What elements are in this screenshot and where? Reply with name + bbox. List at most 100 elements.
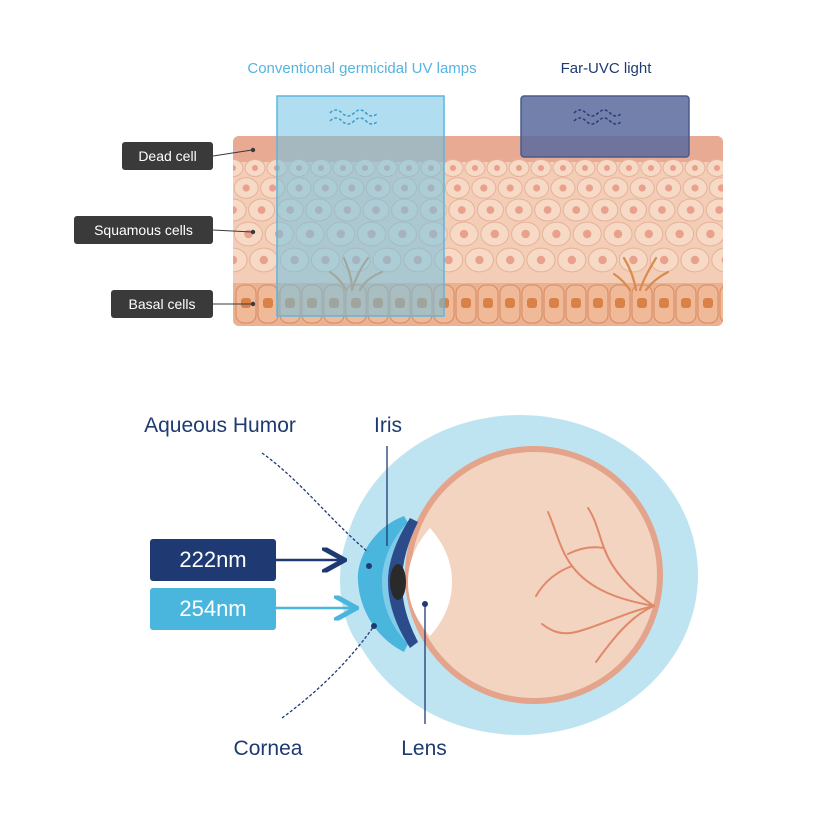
label-dead-cell: Dead cell <box>122 142 256 170</box>
badge-222nm-text: 222nm <box>179 547 246 572</box>
basal-cell <box>499 284 521 324</box>
squamous-cell <box>505 198 533 222</box>
squamous-cell <box>249 247 279 273</box>
squamous-cell <box>233 159 244 177</box>
far-uvc-title: Far-UVC light <box>561 60 653 77</box>
squamous-cell <box>682 177 708 199</box>
badge-254nm: 254nm <box>150 588 276 630</box>
squamous-cell <box>706 159 723 177</box>
basal-cell <box>609 284 631 324</box>
squamous-cell <box>603 221 633 247</box>
basal-cell <box>257 284 279 324</box>
squamous-cell <box>526 247 556 273</box>
basal-cell <box>521 284 543 324</box>
squamous-cell <box>550 177 576 199</box>
squamous-cell <box>588 247 618 273</box>
cornea-leader <box>281 625 375 719</box>
squamous-cell <box>656 177 682 199</box>
badge-254nm-text: 254nm <box>179 596 246 621</box>
squamous-cell <box>640 159 662 177</box>
squamous-cell <box>557 247 587 273</box>
squamous-cell <box>680 247 710 273</box>
squamous-cell <box>708 177 723 199</box>
conventional-uv-waves <box>329 109 379 125</box>
basal-cell <box>543 284 565 324</box>
squamous-cell <box>511 221 541 247</box>
squamous-cell <box>486 159 508 177</box>
lens-label: Lens <box>401 737 447 760</box>
squamous-cell <box>449 221 479 247</box>
squamous-cell <box>648 198 676 222</box>
far-uvc-waves <box>573 109 623 125</box>
label-squamous-cells-text: Squamous cells <box>94 222 193 238</box>
squamous-cell <box>464 247 494 273</box>
leader-lines <box>261 446 426 724</box>
lens-dot <box>422 601 428 607</box>
basal-cell <box>565 284 587 324</box>
squamous-cell <box>649 247 679 273</box>
label-dead-cell-text: Dead cell <box>138 148 196 164</box>
cornea-label: Cornea <box>234 737 303 760</box>
eyeball <box>405 446 663 704</box>
squamous-cell <box>480 221 510 247</box>
squamous-cell <box>603 177 629 199</box>
squamous-cell <box>665 221 695 247</box>
squamous-cell <box>524 177 550 199</box>
iris <box>388 518 418 648</box>
squamous-cell <box>629 177 655 199</box>
skin-section: Conventional germicidal UV lamps Far-UVC… <box>74 60 723 326</box>
squamous-cell <box>618 247 648 273</box>
basal-cell <box>587 284 609 324</box>
squamous-cell <box>618 159 640 177</box>
squamous-cell <box>591 198 619 222</box>
squamous-cell <box>476 198 504 222</box>
basal-cell <box>653 284 675 324</box>
aqueous-dot <box>366 563 372 569</box>
squamous-cell <box>471 177 497 199</box>
squamous-cell <box>248 198 276 222</box>
squamous-cell <box>442 159 464 177</box>
squamous-cell <box>677 198 705 222</box>
squamous-cell <box>233 247 248 273</box>
conventional-lamp-title: Conventional germicidal UV lamps <box>247 60 476 77</box>
basal-cell <box>455 284 477 324</box>
squamous-cell <box>444 177 470 199</box>
squamous-cell <box>497 177 523 199</box>
eye-section: Aqueous Humor Iris Cornea Lens 222nm 254… <box>144 414 698 760</box>
label-squamous-cells: Squamous cells <box>74 216 256 244</box>
label-basal-cells-text: Basal cells <box>129 296 196 312</box>
squamous-cell <box>244 159 266 177</box>
basal-cell <box>675 284 697 324</box>
aqueous-humor-label: Aqueous Humor <box>144 414 296 437</box>
aqueous-humor <box>382 522 408 644</box>
pupil <box>390 564 406 600</box>
squamous-cell <box>448 198 476 222</box>
squamous-cell <box>695 221 723 247</box>
squamous-cell <box>534 198 562 222</box>
basal-cell <box>631 284 653 324</box>
squamous-cell <box>233 177 259 199</box>
squamous-cell <box>572 221 602 247</box>
squamous-cell <box>634 221 664 247</box>
squamous-cell <box>464 159 486 177</box>
conventional-uv-beam <box>276 95 445 317</box>
squamous-cell <box>562 198 590 222</box>
basal-cell <box>477 284 499 324</box>
squamous-cell <box>711 247 723 273</box>
basal-cell <box>719 284 723 324</box>
squamous-cell <box>576 177 602 199</box>
squamous-cell <box>705 198 723 222</box>
squamous-cell <box>530 159 552 177</box>
squamous-cell <box>662 159 684 177</box>
squamous-cell <box>596 159 618 177</box>
cornea-dot <box>371 623 377 629</box>
badge-222nm: 222nm <box>150 539 276 581</box>
lens <box>408 528 452 636</box>
basal-cell <box>697 284 719 324</box>
iris-label: Iris <box>374 414 402 437</box>
aqueous-leader <box>261 452 369 553</box>
squamous-cell <box>495 247 525 273</box>
squamous-cell <box>541 221 571 247</box>
squamous-cell <box>574 159 596 177</box>
